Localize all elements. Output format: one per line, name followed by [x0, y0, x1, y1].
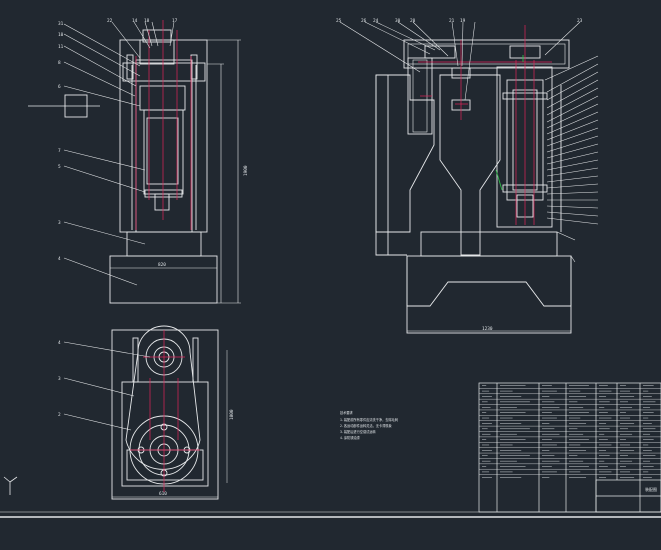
notes-line-2: 2.各运动部件运转灵活，无卡滞现象	[340, 423, 392, 428]
notes-line-3: 3.装配后进行空载试运转	[340, 429, 377, 434]
callout-side-2: 26	[361, 18, 367, 24]
callout-front-2: 22	[107, 18, 113, 24]
side-view	[375, 39, 572, 334]
notes-line-1: 1.装配前所有零件应清洗干净，去除毛刺	[340, 417, 398, 422]
plan-view	[111, 325, 228, 500]
callout-side-1: 25	[336, 18, 342, 24]
title-block-label: 装配图	[645, 486, 657, 492]
plan-view-leaders	[63, 341, 151, 431]
dim-plan-depth: 1000	[229, 409, 235, 420]
callout-side-4: 30	[395, 18, 401, 24]
callout-front-5: 17	[172, 18, 178, 24]
side-view-leaders	[339, 21, 599, 263]
front-view-leaders	[63, 21, 175, 286]
title-block-rows	[479, 388, 661, 475]
callout-front-8: 8	[58, 60, 61, 66]
plan-view-callout-labels: 4 3 2 610 1000	[58, 340, 235, 497]
callout-plan-2: 3	[58, 376, 61, 382]
callout-side-3: 24	[373, 18, 379, 24]
callout-front-7: 11	[58, 44, 64, 50]
callout-front-4: 18	[144, 18, 150, 24]
front-view-centerlines	[135, 20, 192, 230]
callout-front-13: 4	[58, 256, 61, 262]
callout-side-7: 19	[460, 18, 466, 24]
title-block-entries	[482, 385, 656, 478]
callout-front-1: 31	[58, 21, 64, 27]
dim-overall-height: 1900	[243, 165, 249, 176]
callout-front-10: 7	[58, 148, 61, 154]
callout-front-11: 5	[58, 164, 61, 170]
callout-front-12: 3	[58, 220, 61, 226]
callout-side-8: 23	[577, 18, 583, 24]
side-view-centerlines	[418, 25, 552, 225]
notes-title: 技术要求	[340, 410, 354, 415]
notes-line-4: 4.涂防锈油漆	[340, 435, 361, 440]
side-view-accent	[495, 55, 524, 191]
dim-side-width: 1230	[482, 326, 493, 332]
callout-side-5: 20	[410, 18, 416, 24]
callout-front-6: 10	[58, 32, 64, 38]
ucs-icon	[3, 476, 18, 495]
side-view-callout-labels: 25 26 24 30 20 21 19 23 1230	[336, 18, 583, 332]
callout-front-3: 14	[132, 18, 138, 24]
callout-front-9: 6	[58, 84, 61, 90]
callout-plan-3: 2	[58, 412, 61, 418]
dim-plan-width: 610	[159, 491, 167, 497]
plan-view-centerlines	[130, 330, 200, 492]
sheet-frame	[0, 511, 661, 518]
technical-notes: 技术要求 1.装配前所有零件应清洗干净，去除毛刺 2.各运动部件运转灵活，无卡滞…	[340, 410, 398, 440]
dim-front-width: 820	[158, 262, 166, 268]
front-view-callout-labels: 31 22 14 18 17 10 11 8 6 7 5 3 4 1900 82…	[58, 18, 249, 268]
callout-side-6: 21	[449, 18, 455, 24]
callout-plan-1: 4	[58, 340, 61, 346]
front-view	[28, 29, 241, 304]
